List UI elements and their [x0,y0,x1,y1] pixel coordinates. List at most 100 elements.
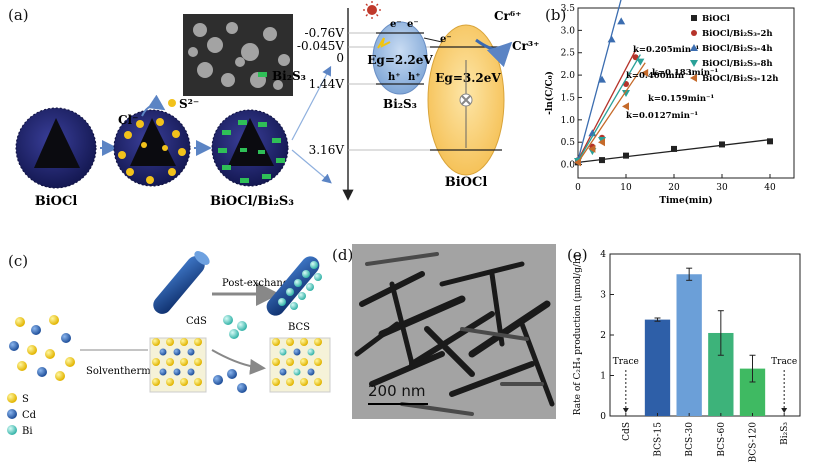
particle-biocl-bi2s3 [211,109,289,187]
bi2s3-label: Bi₂S₃ [383,97,417,111]
x-tick-label: 20 [668,183,680,193]
cds-label: CdS [186,316,207,327]
rate-constant-label: k=0.400min⁻¹ [626,71,693,81]
panel-label-d: (d) [332,246,354,264]
data-point [690,74,697,82]
trace-annotation: Trace [771,357,797,367]
bar [676,274,702,416]
data-point [574,158,581,167]
x-tick-label: BCS-60 [717,422,727,457]
sem-particles [188,22,290,90]
series-1 [575,49,639,164]
recombination-cross-icon [459,93,473,107]
label-cl-ion: Cl⁻ [118,113,138,127]
y-tick-label: 1.5 [561,93,576,103]
data-point [719,141,725,148]
x-tick-label: 0 [575,183,581,193]
y-tick-label: 2.0 [561,71,576,81]
y-tick-label: 3.0 [561,26,576,36]
y-axis-label: Rate of C₂H₄ production (μmol/g/h) [572,255,583,416]
data-point [636,58,645,66]
panel-label-e: (e) [567,246,588,264]
panel-label-c: (c) [8,252,29,270]
data-point [623,152,629,159]
x-tick-label: Bi₂S₃ [780,422,790,445]
atom-legend [7,393,17,435]
cr6-label: Cr⁶⁺ [494,9,521,23]
step-solvothermal: Solventhermal [86,366,160,377]
data-point [588,144,596,153]
x-tick-label: BCS-120 [749,422,759,463]
bi2s3-band [372,21,428,95]
data-point [671,145,677,152]
biocl-bandgap: Eg=3.2eV [435,71,501,85]
x-tick-label: 10 [620,183,632,193]
panel-label-a: (a) [8,6,29,24]
rate-constant-label: k=0.183min⁻¹ [652,68,719,78]
legend-entry: BiOCl/Bi₂S₃-4h [702,44,773,54]
potential-cb-biocl: -0.045V [297,39,344,53]
y-tick-label: 0.5 [561,138,576,148]
y-tick-label: 3.5 [561,4,576,14]
bcs-rod [266,256,322,316]
plot-frame [577,7,795,179]
legend-entry: BiOCl/Bi₂S₃-2h [702,29,773,39]
data-point [691,30,697,36]
label-biocl-bi2s3-particle: BiOCl/Bi₂S₃ [210,194,294,209]
trace-annotation: Trace [613,357,639,367]
potential-vb-bi2s3: 1.44V [309,77,345,91]
data-point [690,60,698,67]
sun-icon [363,1,381,19]
particle-intermediate [113,109,191,187]
cds-rod [153,251,210,314]
rate-constant-label: k=0.0127min⁻¹ [626,111,698,121]
y-tick-label: 4 [600,250,606,260]
trace-arrowhead [781,408,788,413]
fit-line [577,49,637,161]
scale-bar-label: 200 nm [368,382,426,400]
x-tick-label: BCS-15 [654,422,664,457]
y-tick-label: 1.0 [561,116,576,126]
legend-entry: BiOCl/Bi₂S₃-8h [702,59,773,69]
panel-label-b: (b) [545,6,567,24]
bi2s3-electron-2: e⁻ [407,19,419,30]
biocl-label: BiOCl [445,175,488,190]
data-point [690,44,698,51]
data-point [622,102,629,111]
fit-line [577,62,646,163]
data-point [691,15,697,21]
x-tick-label: BCS-30 [685,422,695,457]
trace-arrowhead [622,408,629,413]
cr-reduction-arrow [475,38,513,68]
data-point [622,90,630,97]
panel-c-schematic: S Cd Bi Solventhermal CdS Post-exchange [7,251,331,437]
y-tick-label: 1 [600,372,606,382]
label-bi2s3-species: Bi₂S₃ [272,69,306,83]
data-point [607,35,616,43]
rate-constant-label: k=0.159min⁻¹ [648,94,715,104]
x-axis-label: Time(min) [659,195,712,206]
data-point [598,138,605,147]
precursor-atoms [9,315,75,381]
rate-constant-label: k=0.205min⁻¹ [633,45,700,55]
legend-entry: BiOCl/Bi₂S₃-12h [702,74,778,84]
bi2s3-bandgap: Eg=2.2eV [367,53,433,67]
bi-ions [213,315,247,393]
data-point [599,157,605,164]
particle-biocl [15,107,97,189]
bcs-crystal-lattice [269,337,331,393]
tem-image: 200 nm [352,244,556,419]
data-point [617,17,626,25]
y-tick-label: 2 [600,331,606,341]
x-tick-label: 30 [716,183,728,193]
series-4 [574,62,649,167]
cds-crystal-lattice [149,337,207,393]
y-tick-label: 0 [600,412,606,422]
step-post-exchange: Post-exchange [222,278,295,289]
legend-s: S [22,394,29,405]
fit-line [577,54,641,162]
biocl-electron: e⁻ [440,34,452,45]
potential-vb-biocl: 3.16V [309,143,345,157]
